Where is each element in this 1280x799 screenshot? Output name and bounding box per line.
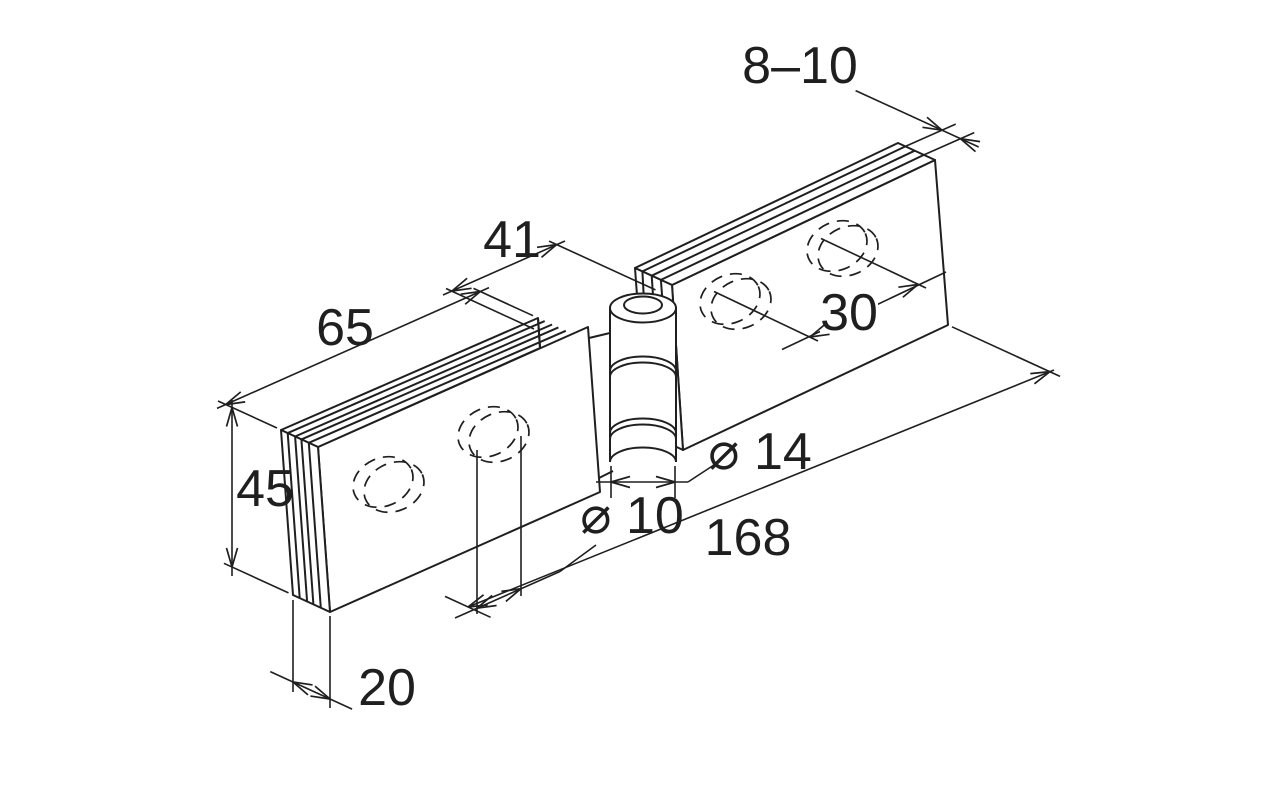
slot-line — [651, 149, 916, 277]
dim-barrel-diameter-label: ⌀ 14 — [708, 423, 812, 481]
slot-line — [294, 436, 309, 602]
extension-line — [923, 131, 975, 156]
left-leaf — [280, 317, 601, 613]
dim-leaf-thickness-label: 20 — [358, 659, 416, 717]
hole-outline — [352, 455, 414, 509]
extension-line — [905, 123, 957, 148]
dim-glass-thickness: 8–10 — [742, 37, 981, 156]
slot-line — [286, 433, 301, 599]
slot-line — [650, 275, 654, 295]
dimension-line — [467, 369, 1055, 608]
dimension-line — [442, 240, 566, 296]
dim-hole-spacing: 30 — [713, 237, 947, 351]
dim-leaf-width: 45 — [217, 400, 294, 594]
extension-line — [473, 287, 534, 317]
slot-line — [301, 326, 559, 441]
dim-leaf-thickness: 20 — [269, 600, 416, 717]
dim-leaf-length-label: 65 — [316, 299, 374, 357]
slot-line — [307, 442, 322, 608]
dim-overall-length: 168 — [444, 326, 1061, 619]
slot-line — [308, 329, 567, 444]
barrel-bottom-arc — [609, 446, 677, 463]
right-leaf — [634, 142, 949, 451]
knuckle-seam — [609, 355, 677, 372]
dimension-line — [269, 670, 353, 710]
barrel-bottom-fill — [610, 447, 676, 477]
knuckle-seam — [609, 361, 677, 378]
dim-edge-to-axis: 41 — [442, 211, 656, 330]
leader-line — [687, 460, 721, 483]
extension-line — [548, 240, 656, 291]
barrel-body-fill — [610, 308, 676, 462]
extension-line — [217, 400, 278, 429]
dim-edge-to-axis-label: 41 — [483, 211, 541, 269]
slot-line — [287, 320, 546, 435]
dim-overall-length-label: 168 — [705, 509, 792, 567]
dim-hole-spacing-label: 30 — [820, 284, 878, 342]
dimension-line — [454, 570, 561, 619]
extension-line — [445, 287, 535, 330]
extension-line — [223, 562, 289, 594]
knuckle-seam — [609, 417, 677, 434]
dimension-line — [855, 89, 980, 148]
hinge-barrel — [588, 292, 677, 479]
hole-axis-line — [713, 290, 819, 342]
dimension-line — [216, 286, 490, 410]
slot-line — [641, 145, 906, 273]
label-backing — [820, 292, 878, 334]
slot-line — [641, 271, 645, 294]
hole-outline — [363, 460, 425, 514]
hole-axis-line — [820, 237, 927, 289]
slot-line — [660, 153, 925, 281]
slot-line — [659, 279, 664, 297]
dim-leaf-width-label: 45 — [236, 460, 294, 518]
dim-hole-diameter-label: ⌀ 10 — [580, 487, 684, 545]
dim-leaf-length: 65 — [216, 285, 534, 411]
dim-barrel-diameter: ⌀ 14 — [596, 423, 812, 498]
extension-line — [444, 595, 491, 619]
dim-hole-diameter: ⌀ 10 — [454, 436, 684, 619]
extension-line — [951, 326, 1061, 378]
slot-line — [294, 323, 553, 438]
slot-line — [300, 439, 315, 605]
hinge-pin-top — [623, 295, 663, 315]
leaf-connector — [588, 332, 611, 339]
knuckle-seam — [609, 423, 677, 440]
dim-glass-thickness-label: 8–10 — [742, 37, 858, 95]
